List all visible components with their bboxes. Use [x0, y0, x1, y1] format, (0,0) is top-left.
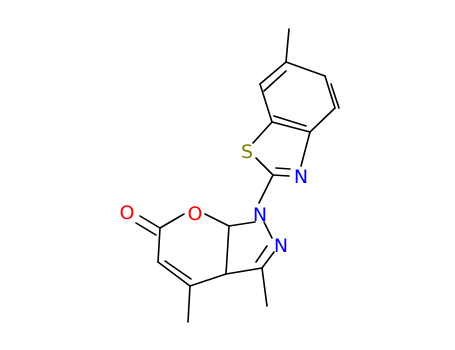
bond [259, 61, 287, 85]
bond [300, 131, 311, 167]
bond [187, 285, 191, 323]
bond [164, 260, 192, 280]
sulfur-atom-label: S [241, 141, 253, 163]
bond [263, 70, 287, 92]
bond [273, 115, 307, 127]
bond [263, 221, 273, 239]
bond [275, 167, 291, 170]
oxygen-atom-label: O [188, 203, 203, 225]
bond [255, 245, 268, 263]
nitrogen-atom-label: N [253, 204, 267, 226]
bond [285, 28, 290, 63]
bond [157, 261, 191, 287]
bond [271, 121, 311, 133]
bond [285, 61, 326, 77]
bond [189, 273, 227, 287]
bond [157, 227, 161, 263]
bond [139, 215, 161, 229]
bond [225, 225, 230, 275]
bond [228, 221, 256, 227]
bond [204, 213, 230, 227]
bond [258, 174, 274, 204]
oxygen-atom-label: O [120, 202, 135, 224]
bond [225, 267, 263, 275]
bond [272, 174, 290, 177]
bond [324, 75, 336, 109]
bond [135, 222, 157, 236]
bond [259, 83, 273, 123]
bond [261, 251, 275, 269]
bond [330, 83, 340, 109]
bond [255, 157, 274, 176]
bond [252, 121, 273, 144]
bond [261, 267, 268, 307]
bond [309, 107, 336, 133]
nitrogen-atom-label: N [274, 235, 288, 257]
bond [159, 213, 185, 229]
nitrogen-atom-label: N [294, 166, 308, 188]
